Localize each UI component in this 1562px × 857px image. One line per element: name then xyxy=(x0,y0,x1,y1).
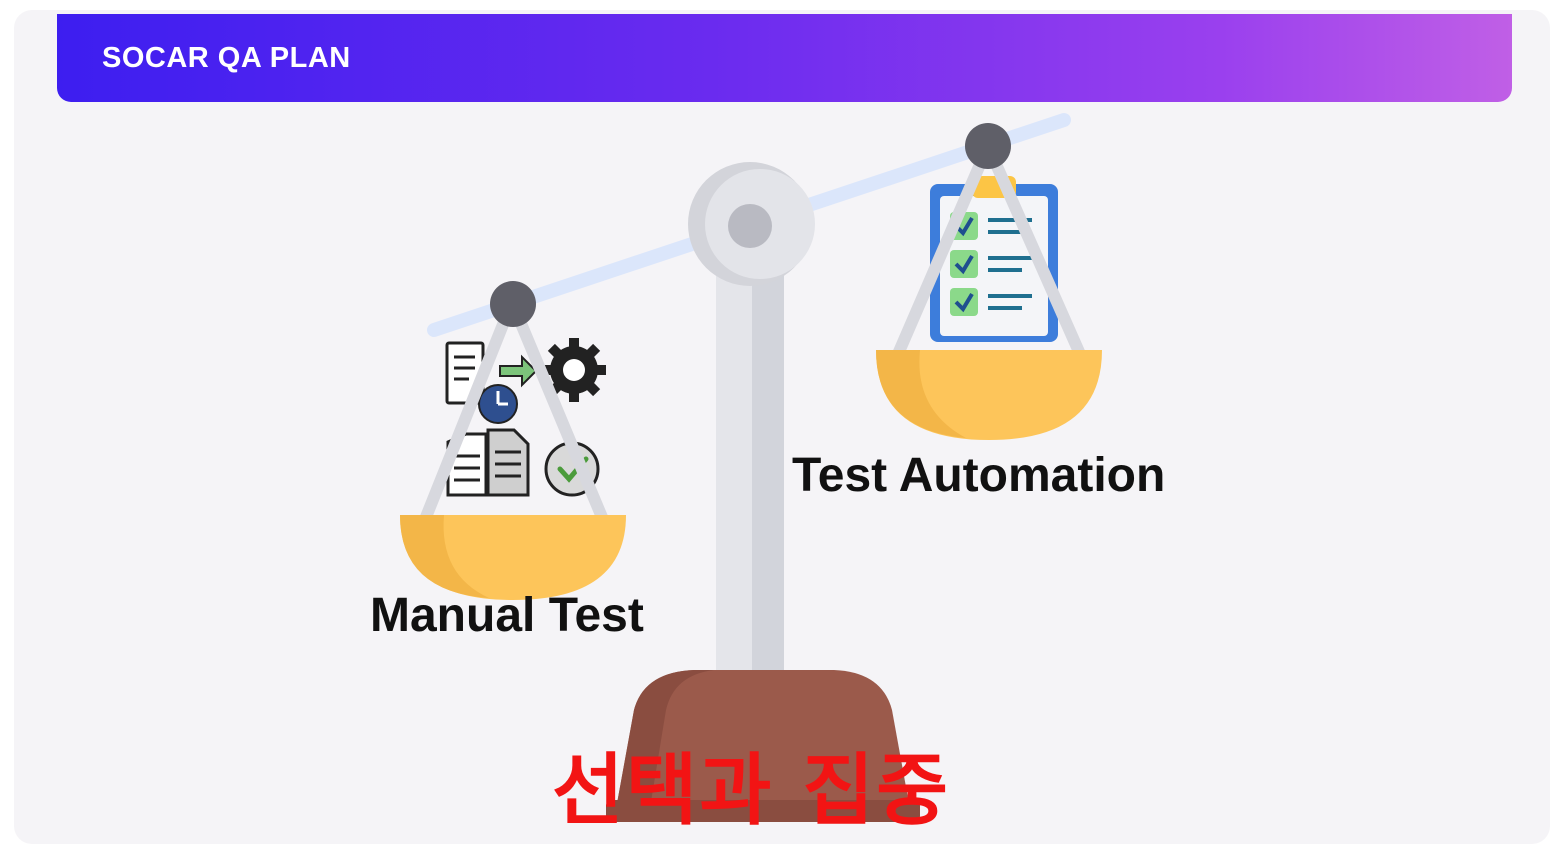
caption-text: 선택과 집중 xyxy=(552,746,950,836)
documents-icon xyxy=(446,428,530,497)
test-automation-pan xyxy=(876,350,1102,440)
test-automation-label: Test Automation xyxy=(792,449,1166,502)
balance-scale-illustration xyxy=(400,113,1102,822)
scale-pivot-icon xyxy=(688,162,815,286)
header-title: SOCAR QA PLAN xyxy=(102,42,351,74)
test-automation-pan-strings xyxy=(892,140,1086,360)
clock-icon xyxy=(478,384,518,424)
manual-test-label: Manual Test xyxy=(370,589,644,642)
manual-test-pan xyxy=(400,515,626,600)
manual-test-icons xyxy=(445,338,606,497)
header-bar: SOCAR QA PLAN xyxy=(57,14,1512,102)
scale-base xyxy=(606,670,920,822)
slide: SOCAR QA PLAN xyxy=(14,10,1550,844)
arrow-right-icon xyxy=(499,354,538,388)
test-automation-pan-knob xyxy=(965,123,1011,169)
manual-test-pan-strings xyxy=(418,296,610,528)
manual-test-pan-knob xyxy=(490,281,536,327)
gear-icon xyxy=(542,338,606,402)
